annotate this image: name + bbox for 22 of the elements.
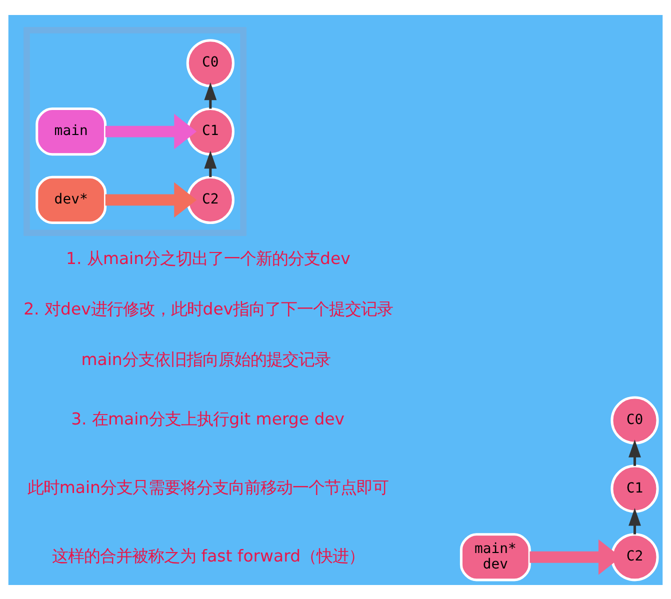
node-circle: C0 xyxy=(186,38,234,87)
label: 2. 对dev进行修改，此时dev指向了下一个提交记录 xyxy=(24,298,394,318)
cluster xyxy=(24,26,247,236)
arrow xyxy=(628,508,641,534)
node-box: dev* xyxy=(36,175,107,224)
label: 1. 从main分之切出了一个新的分支dev xyxy=(66,248,350,268)
node-box: main* dev xyxy=(460,532,531,581)
node-circle: C1 xyxy=(610,464,659,512)
arrow xyxy=(204,82,217,108)
node-circle: C2 xyxy=(610,532,659,581)
arrow xyxy=(628,439,641,466)
arrow xyxy=(105,113,197,149)
node-circle: C2 xyxy=(186,175,234,224)
node-circle: C0 xyxy=(610,396,659,444)
label: main分支依旧指向原始的提交记录 xyxy=(81,350,330,369)
arrow xyxy=(105,182,197,218)
label: 这样的合并被称之为 fast forward（快进） xyxy=(52,546,365,565)
node-circle: C1 xyxy=(186,106,234,156)
node-box: main xyxy=(36,106,107,156)
arrow xyxy=(204,150,217,177)
label: 3. 在main分支上执行git merge dev xyxy=(71,409,345,428)
label: 此时main分支只需要将分支向前移动一个节点即可 xyxy=(27,478,388,497)
